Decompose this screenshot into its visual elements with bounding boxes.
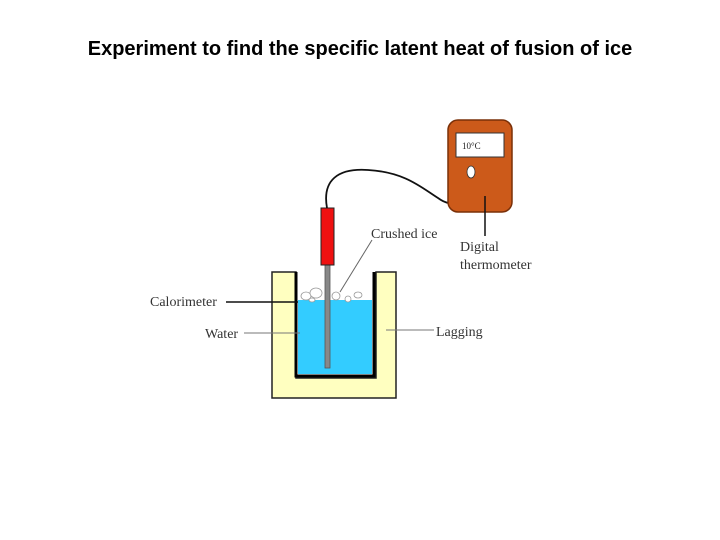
label-water: Water [205, 327, 238, 342]
probe-rod [324, 264, 331, 369]
water [298, 300, 372, 374]
thermometer-screen [455, 132, 505, 158]
crushed-ice [300, 287, 363, 303]
probe-handle [320, 207, 335, 266]
label-lagging: Lagging [436, 325, 483, 340]
label-crushed-ice: Crushed ice [371, 227, 437, 242]
label-thermometer: thermometer [460, 258, 532, 273]
page-title: Experiment to find the specific latent h… [87, 38, 633, 60]
label-calorimeter: Calorimeter [150, 295, 217, 310]
crushed-ice-leader [339, 239, 373, 293]
probe-cable [325, 168, 459, 209]
calorimeter [294, 272, 376, 378]
label-digital: Digital [460, 240, 499, 255]
thermometer-button [466, 165, 476, 179]
thermometer-reading: 10°C [462, 141, 481, 151]
